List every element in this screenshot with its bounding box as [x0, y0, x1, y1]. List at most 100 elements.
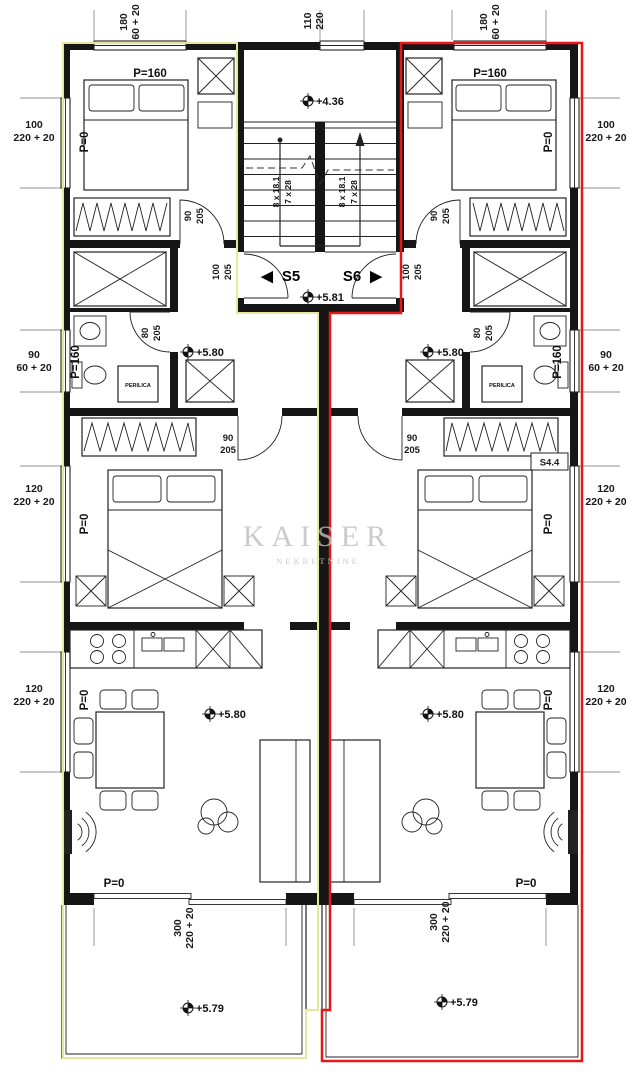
door-swing	[243, 253, 289, 299]
dim-label: 220	[314, 12, 326, 30]
flight-rise-left: 8 x 18.1	[271, 176, 281, 207]
stair-labels: 8 x 18.1 7 x 28 8 x 18.1 7 x 28 ◀ S5 S6 …	[260, 176, 383, 285]
party-wall-foot	[316, 893, 324, 905]
door-swing	[237, 415, 283, 461]
level-terrace-left-label: +5.79	[196, 1003, 224, 1015]
stair-start-dot	[277, 137, 283, 143]
living-room	[62, 689, 311, 883]
dimension-ticks	[20, 10, 620, 946]
washing-machine-icon	[117, 365, 159, 403]
unit-windows	[60, 40, 187, 773]
dining-chairs	[73, 689, 159, 811]
door-dim: 205	[441, 207, 452, 224]
level-terrace-right-label: +5.79	[450, 997, 478, 1009]
nightstand-icon	[197, 101, 233, 129]
dim-label: 220 + 20	[585, 496, 626, 508]
kitchen	[69, 629, 263, 669]
door-labels: 90 205 90 205 100 205 100 205 80 205 80 …	[140, 207, 495, 456]
shower-icon	[73, 251, 167, 307]
unit-left-label: S5	[282, 268, 300, 285]
watermark: KAISER NEKRETNINE	[243, 520, 393, 566]
benchmark-icon	[299, 92, 317, 110]
toilet-icon	[71, 361, 107, 389]
level-hall-left-label: +5.80	[196, 347, 224, 359]
dim-label: 90	[28, 349, 40, 361]
dim-label: 60 + 20	[16, 362, 51, 374]
dim-label: 220 + 20	[13, 496, 54, 508]
terrace-sliding-door	[93, 893, 287, 905]
parapet-0: P=0	[543, 514, 555, 535]
stair-direction-line	[279, 140, 361, 247]
dim-label: 220 + 20	[13, 132, 54, 144]
door-dim: 80	[472, 328, 483, 339]
party-wall	[318, 312, 330, 893]
door-dim: 90	[183, 211, 194, 222]
bathroom	[71, 251, 171, 403]
parapet-0: P=0	[104, 878, 125, 890]
kitchen-sink-icon	[141, 632, 185, 652]
dim-label: 300	[428, 913, 440, 931]
level-hall-right-label: +5.80	[436, 347, 464, 359]
benchmark-icon	[419, 705, 437, 723]
unit-left-arrow-icon: ◀	[260, 268, 273, 285]
level-living-left-label: +5.80	[218, 709, 246, 721]
right-unit-outline	[320, 41, 584, 1063]
door-dim: 205	[413, 263, 424, 280]
dim-label: 120	[597, 683, 615, 695]
room-tag-label: S4.4	[540, 458, 560, 469]
parapet-0: P=0	[543, 132, 555, 153]
watermark-tagline: NEKRETNINE	[276, 556, 360, 566]
door-dim: 90	[429, 211, 440, 222]
nightstand-icon	[75, 575, 255, 607]
bedroom-2	[75, 415, 283, 609]
parapet-160-bath-right: P=160	[552, 345, 564, 379]
benchmark-icon	[179, 343, 197, 361]
stairwell	[244, 40, 396, 312]
door-dim: 205	[152, 324, 163, 341]
fridge-icon	[195, 629, 263, 669]
dim-label: 60 + 20	[130, 4, 142, 39]
level-upper-label: +4.36	[316, 96, 344, 108]
terrace-right	[321, 905, 583, 1062]
left-unit-geometry	[60, 40, 318, 905]
room-tag-box	[530, 452, 569, 471]
flight-tread-right: 7 x 28	[349, 180, 359, 204]
benchmark-icon	[201, 705, 219, 723]
benchmark-icon	[299, 288, 317, 306]
dim-label: 120	[25, 483, 43, 495]
dim-label: 90	[600, 349, 612, 361]
door-dim: 205	[404, 445, 421, 456]
flight-tread-left: 7 x 28	[283, 180, 293, 204]
door-swing	[129, 311, 171, 353]
plant-icon	[197, 798, 239, 835]
unit-right-arrow-icon: ▶	[369, 268, 383, 285]
sofa-icon	[259, 739, 311, 883]
dim-label: 100	[25, 119, 43, 131]
benchmark-icon	[433, 993, 451, 1011]
parapet-160-left: P=160	[133, 68, 167, 80]
watermark-name: KAISER	[243, 520, 393, 553]
dim-label: 180	[118, 13, 130, 31]
benchmark-icon	[419, 343, 437, 361]
dim-label: 180	[478, 13, 490, 31]
perimeter-dimensions: 180 60 + 20 110 220 180 60 + 20 100 220 …	[13, 4, 626, 948]
dim-label: 220 + 20	[585, 132, 626, 144]
door-dim: 90	[407, 433, 418, 444]
door-dim: 205	[223, 263, 234, 280]
bed-icon	[83, 79, 189, 191]
parapet-0: P=0	[79, 514, 91, 535]
dim-label: 220 + 20	[440, 901, 452, 942]
dim-label: 220 + 20	[184, 907, 196, 948]
door-dim: 90	[223, 433, 234, 444]
dim-label: 60 + 20	[490, 4, 502, 39]
shaft-icon	[185, 359, 235, 403]
bedroom-1	[73, 57, 235, 245]
stair-arrow-icon	[355, 132, 365, 146]
parapet-0: P=0	[516, 878, 537, 890]
dim-label: 120	[25, 683, 43, 695]
dim-label: 300	[172, 919, 184, 937]
dim-label: 110	[302, 12, 314, 29]
parapet-160-bath-left: P=160	[70, 345, 82, 379]
hallway	[185, 253, 289, 403]
